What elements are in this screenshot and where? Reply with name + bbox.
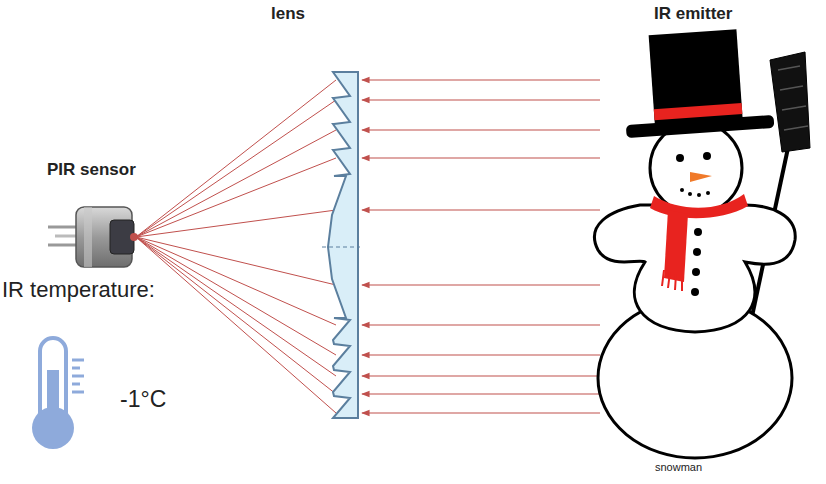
- ir-ray: [136, 130, 336, 237]
- ir-arrow: [362, 412, 600, 413]
- ir-ray: [136, 237, 336, 394]
- ir-arrow: [362, 354, 600, 355]
- part-label: IR emitter: [654, 4, 732, 24]
- label-holder: IR emitter: [654, 4, 732, 24]
- part-label: lens: [271, 4, 305, 24]
- ir-arrow: [362, 324, 600, 325]
- fresnel-lens: [328, 72, 358, 418]
- snowman: [594, 27, 810, 458]
- ir-ray: [136, 100, 336, 237]
- ir-arrow: [362, 99, 600, 100]
- pir-sensor: [48, 207, 138, 267]
- ir-rays: [136, 80, 336, 413]
- ir-arrows: [362, 80, 600, 413]
- ir-ray: [136, 237, 336, 355]
- part-label: PIR sensor: [47, 160, 136, 180]
- lens-axis: [322, 247, 360, 248]
- label-holder: IR temperature:: [2, 277, 155, 303]
- ir-arrow: [362, 284, 600, 285]
- label-holder: -1°C: [120, 386, 166, 413]
- value-label: -1°C: [120, 386, 166, 413]
- ir-ray: [136, 158, 336, 237]
- ir-ray: [136, 210, 336, 237]
- ir-ray: [136, 237, 336, 376]
- ir-ray: [136, 80, 336, 237]
- ir-arrow: [362, 393, 600, 394]
- ir-arrow: [362, 129, 600, 130]
- ir-arrow: [362, 157, 600, 158]
- ir-arrow: [362, 375, 600, 376]
- ir-arrow: [362, 79, 600, 80]
- label-holder: snowman: [655, 461, 702, 473]
- ir-arrow: [362, 209, 600, 210]
- ir-ray: [136, 237, 336, 325]
- note-label: IR temperature:: [2, 277, 155, 303]
- label-holder: lens: [271, 4, 305, 24]
- caption-label: snowman: [655, 461, 702, 473]
- thermometer: [32, 338, 84, 449]
- label-holder: PIR sensor: [47, 160, 136, 180]
